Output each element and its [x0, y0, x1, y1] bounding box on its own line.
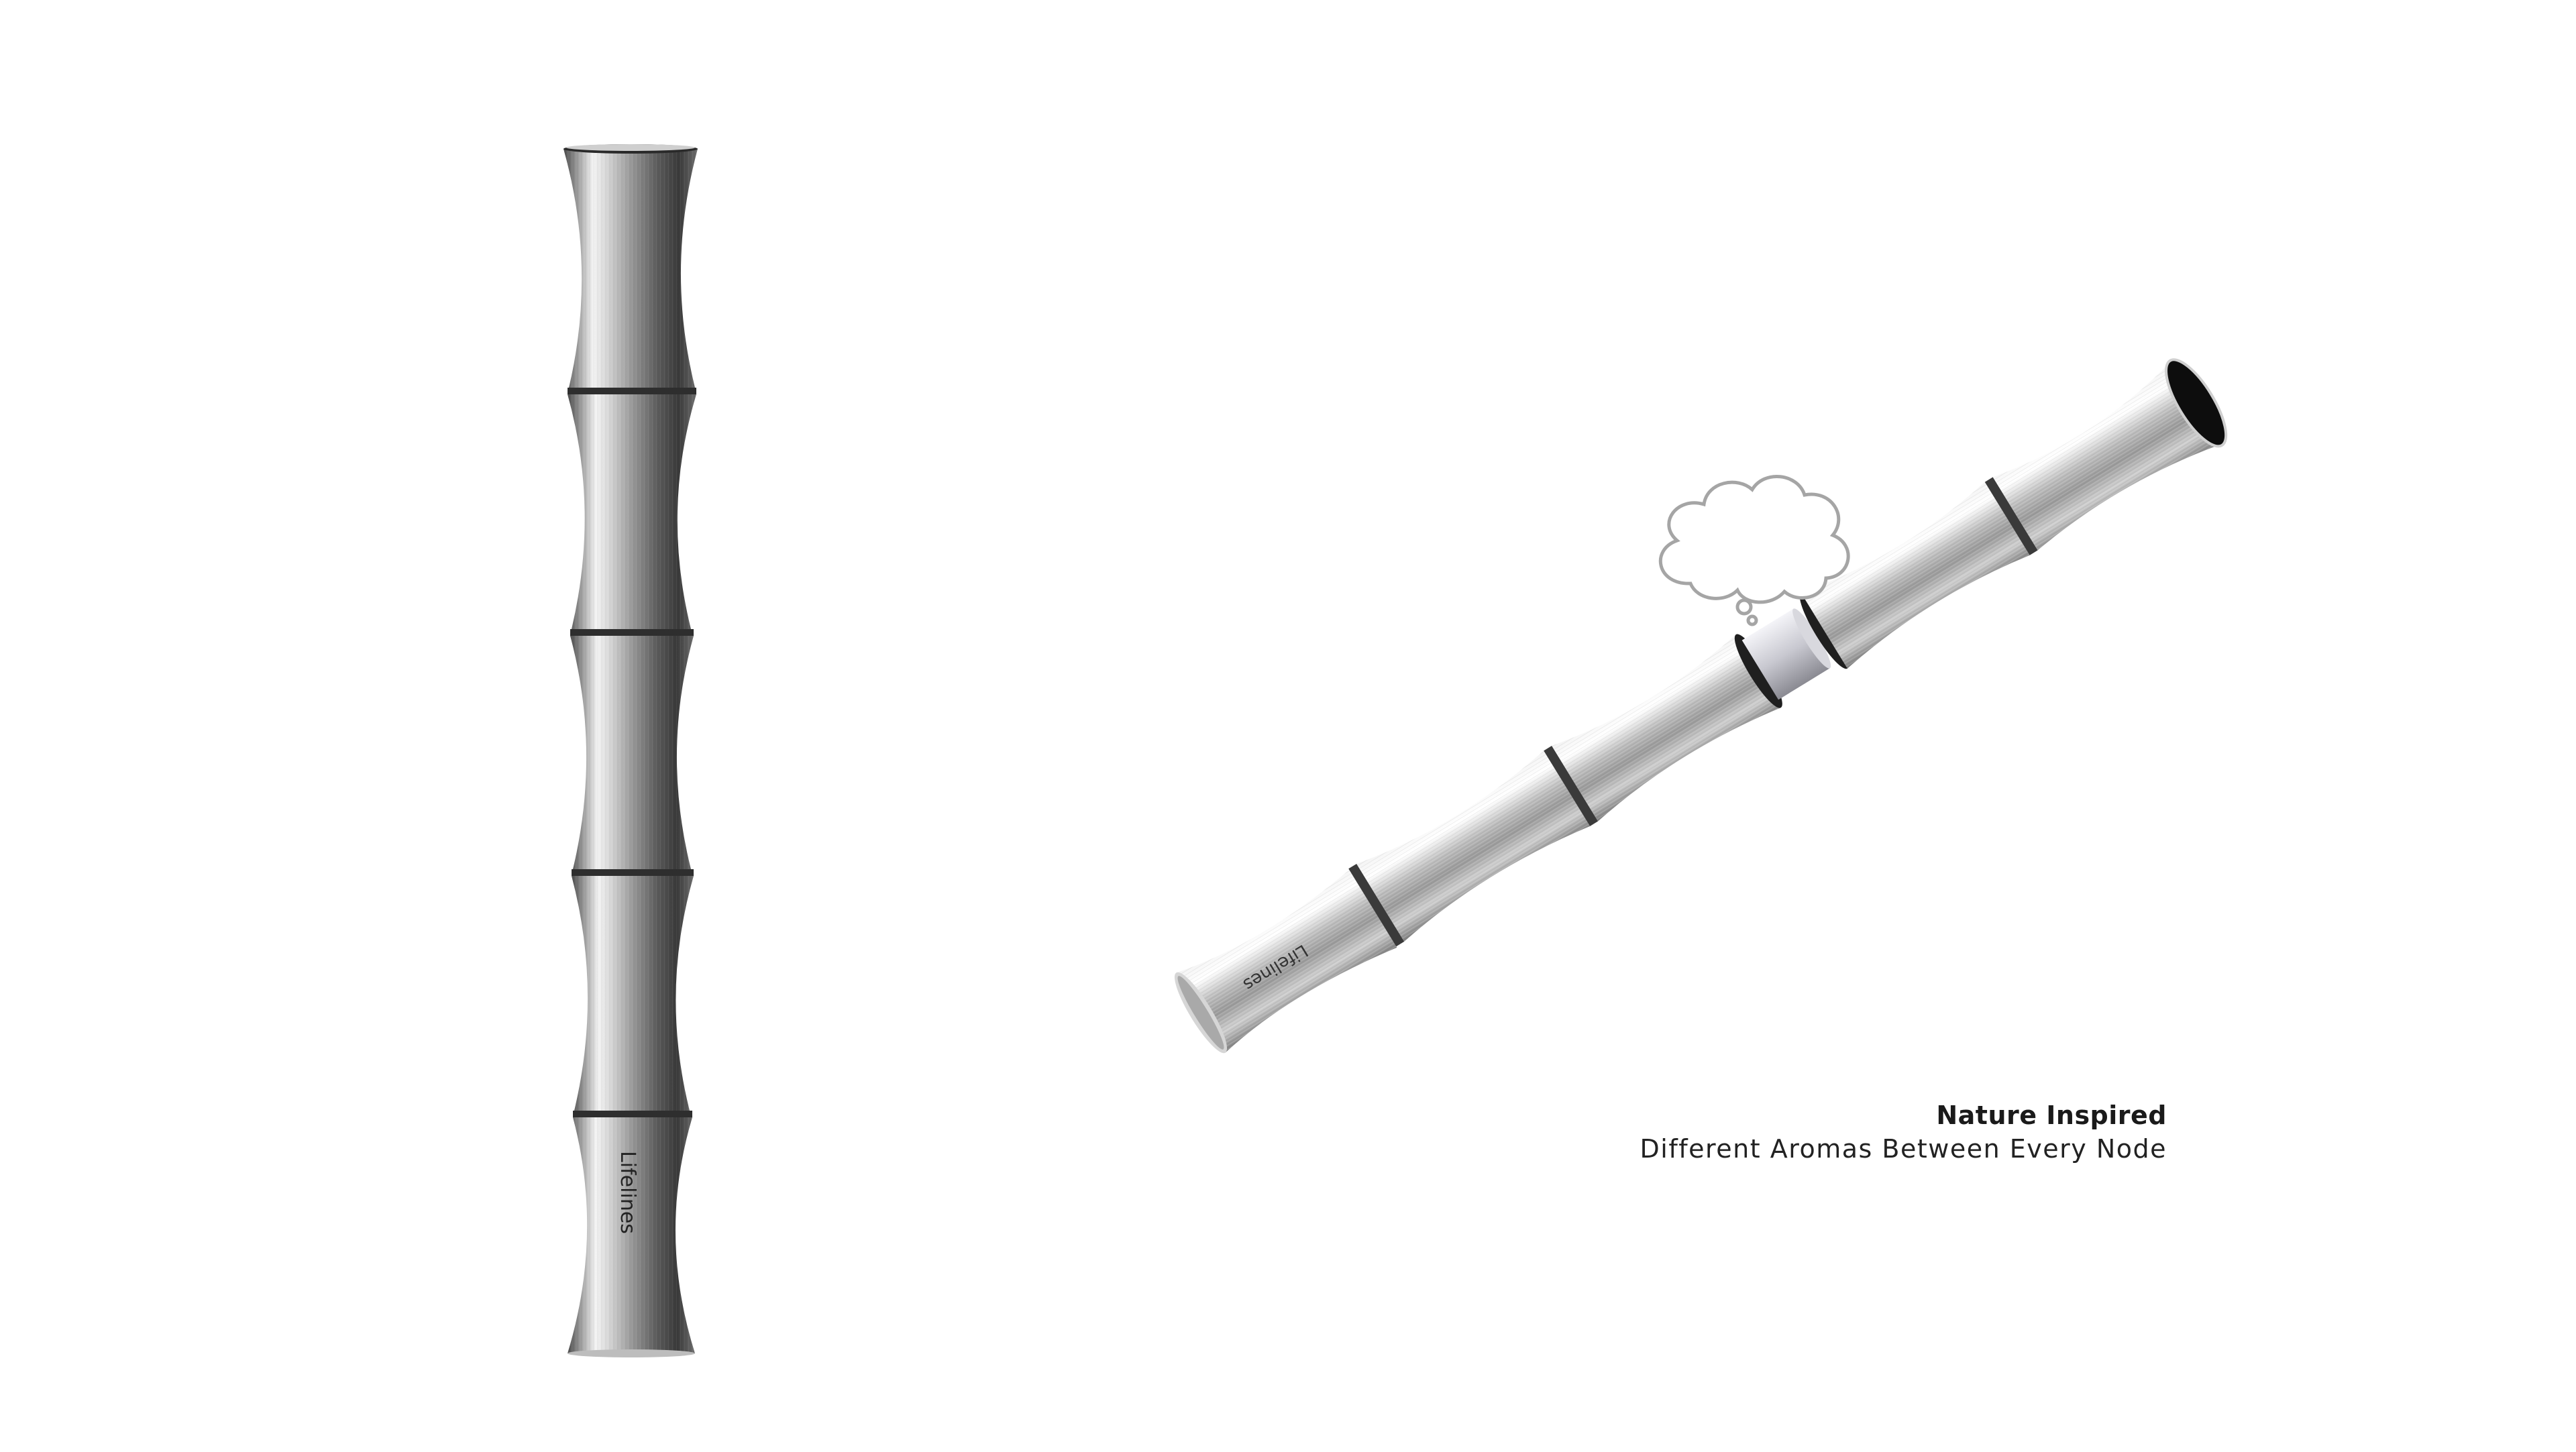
stick-node [573, 1111, 692, 1117]
stick-segment [568, 394, 696, 629]
open-end [2166, 359, 2226, 447]
stick-node [568, 388, 696, 394]
stick-node [570, 629, 694, 636]
stick-segment [1992, 358, 2228, 551]
caption-subtitle: Different Aromas Between Every Node [1640, 1134, 2167, 1164]
stick-segment [1799, 482, 2030, 669]
stick-node [1544, 746, 1599, 826]
stick-segment [1356, 750, 1591, 942]
stick-segment [568, 1117, 695, 1357]
stick-segment [572, 876, 694, 1111]
aroma-core-insert [1741, 608, 1831, 700]
stick-segment [1552, 634, 1782, 822]
stick-segment [570, 636, 694, 869]
brand-label-vertical: Lifelines [616, 1151, 639, 1234]
diagonal-bamboo-stick: Lifelines [1174, 358, 2228, 1054]
stick-node [1348, 863, 1405, 947]
stick-node [1984, 477, 2038, 555]
thought-cloud-icon [1658, 474, 1850, 626]
vertical-bamboo-stick: Lifelines [564, 144, 698, 1357]
caption-title: Nature Inspired [1936, 1101, 2167, 1130]
stick-node [572, 869, 694, 876]
stick-segment [1174, 869, 1397, 1054]
feature-caption: Nature Inspired Different Aromas Between… [1640, 1099, 2167, 1166]
stick-segment [564, 144, 698, 388]
